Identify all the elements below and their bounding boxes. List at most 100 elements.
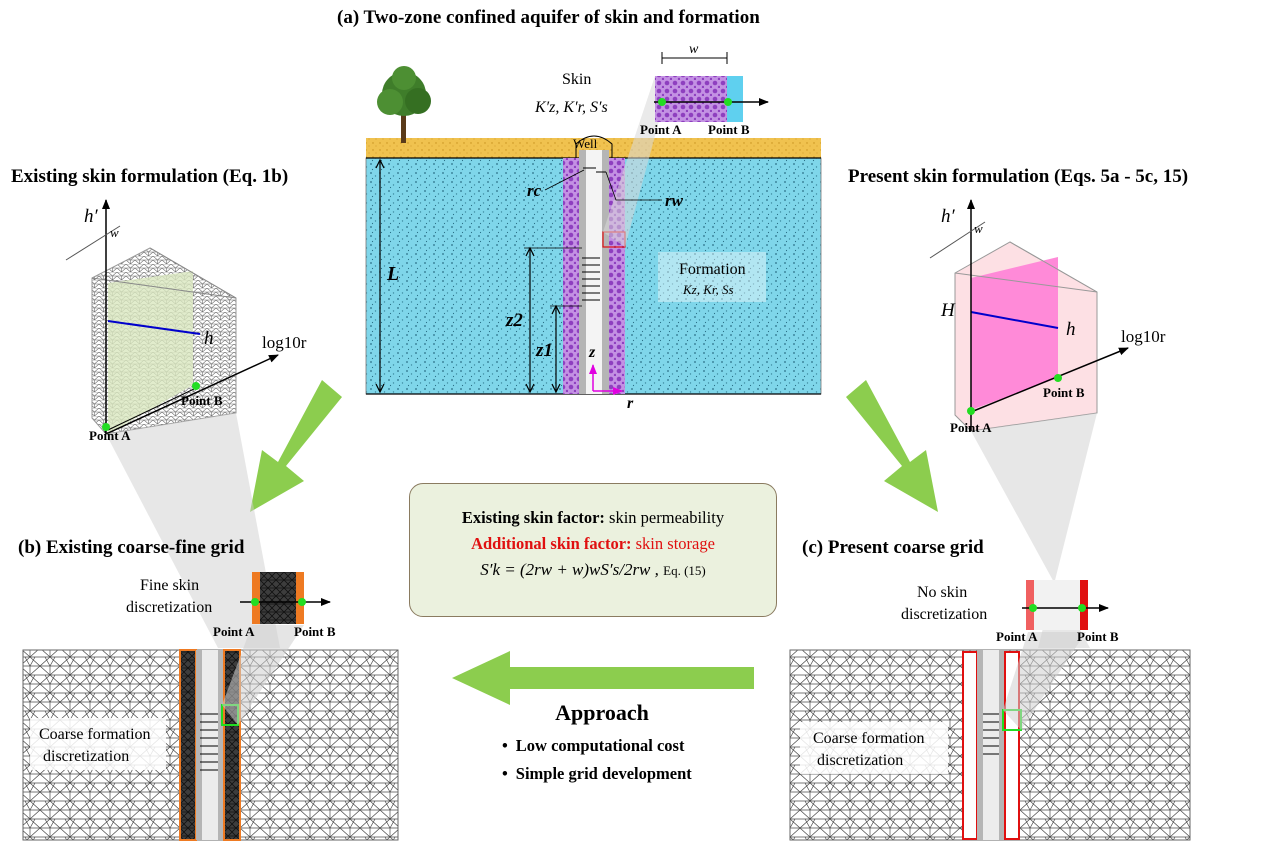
- panel-a-title: (a) Two-zone confined aquifer of skin an…: [337, 7, 760, 28]
- grid-b: [22, 413, 399, 841]
- rc-label: rc: [527, 181, 542, 200]
- existing-skin-factor-text: skin permeability: [604, 508, 725, 527]
- skin-factor-equation-line: S′k = (2rw + w)wS′s/2rw , Eq. (15): [410, 560, 776, 580]
- skin-point-b-marker: [724, 98, 732, 106]
- grid-b-inset-fine-mesh: [260, 572, 296, 624]
- grid-c-point-a-marker: [1029, 604, 1037, 612]
- present-H-label: H: [940, 300, 956, 321]
- arrow-to-grid-b: [250, 380, 342, 512]
- skin-params-label: K′z, K′r, S′s: [534, 99, 608, 116]
- approach-item: Low computational cost: [502, 736, 740, 756]
- grid-b-fine-label-1: Fine skin: [140, 577, 199, 594]
- grid-c-zoom-wedge: [971, 413, 1097, 648]
- skin-zone-left: [563, 158, 579, 394]
- additional-skin-factor-line: Additional skin factor: skin storage: [410, 534, 776, 554]
- aquifer-point-b-label: Point B: [708, 122, 750, 137]
- existing-point-a-label: Point A: [89, 428, 131, 443]
- equation-reference: Eq. (15): [663, 563, 706, 578]
- panel-c-title: (c) Present coarse grid: [802, 537, 984, 558]
- well-casing-right: [602, 150, 609, 394]
- grid-c-point-b-marker: [1078, 604, 1086, 612]
- approach-title: Approach: [555, 700, 649, 725]
- grid-b-point-b-label: Point B: [294, 624, 336, 639]
- present-w-label: w: [974, 221, 983, 236]
- grid-b-coarse-label-2: discretization: [43, 748, 129, 765]
- skin-zoom-wedge: [603, 76, 662, 247]
- existing-w-label: w: [110, 225, 119, 240]
- skin-factor-equation: S′k = (2rw + w)wS′s/2rw ,: [480, 560, 659, 579]
- existing-skin-factor-label: Existing skin factor:: [461, 508, 605, 527]
- grid-c-coarse-label-bg: [800, 722, 948, 774]
- skin-point-a-marker: [658, 98, 666, 106]
- skin-factor-box: Existing skin factor: skin permeability …: [409, 483, 777, 617]
- skin-inset: [655, 76, 727, 122]
- well-screen: [582, 257, 600, 301]
- grid-b-coarse-label-1: Coarse formation: [39, 726, 151, 743]
- grid-b-point-b-marker: [298, 598, 306, 606]
- z-label: z: [588, 344, 596, 361]
- arrow-to-grid-c: [846, 380, 938, 512]
- existing-h-label: h: [204, 328, 214, 349]
- well-cap: [575, 135, 613, 158]
- grid-c-skin-left: [962, 651, 978, 840]
- flow-arrows: [250, 380, 938, 705]
- formation-label: Formation: [679, 261, 746, 278]
- additional-skin-factor-label: Additional skin factor:: [471, 534, 632, 553]
- grid-b-point-a-label: Point A: [213, 624, 255, 639]
- grid-b-coarse-label-bg: [30, 718, 166, 770]
- panel-b-title: (b) Existing coarse-fine grid: [18, 537, 245, 558]
- existing-skin-prism: [65, 199, 279, 435]
- grid-c-coarse-label-2: discretization: [817, 752, 903, 769]
- approach-arrow: [452, 651, 754, 705]
- existing-skin-title: Existing skin formulation (Eq. 1b): [11, 166, 289, 187]
- additional-skin-factor-text: skin storage: [631, 534, 715, 553]
- axis-labels: log10r log10r: [262, 327, 1166, 352]
- present-skin-prism: [929, 199, 1129, 432]
- present-skin-panel: [971, 257, 1058, 410]
- present-h-label: h: [1066, 319, 1076, 340]
- formation-params-label: Kz, Kr, Ss: [682, 282, 734, 297]
- grid-b-point-a-marker: [251, 598, 259, 606]
- existing-skin-factor-line: Existing skin factor: skin permeability: [410, 508, 776, 528]
- grid-b-inset-skin-edge: [252, 572, 260, 624]
- ground-surface: [366, 138, 821, 158]
- z2-label: z2: [505, 310, 523, 331]
- grid-b-zoom-wedge: [106, 413, 280, 648]
- skin-label: Skin: [562, 71, 591, 88]
- grid-c-point-a-label: Point A: [996, 629, 1038, 644]
- grid-b-fine-label-2: discretization: [126, 599, 212, 616]
- present-h-line: [970, 311, 1059, 329]
- present-point-b-label: Point B: [1043, 385, 1085, 400]
- present-point-b-marker: [1054, 374, 1062, 382]
- rw-label: rw: [665, 191, 684, 210]
- grid-c-no-label-2: discretization: [901, 606, 987, 623]
- existing-point-b-marker: [192, 382, 200, 390]
- grid-b-fine-skin-left: [179, 649, 197, 841]
- skin-inset-formation: [727, 76, 743, 122]
- aquifer-point-a-label: Point A: [640, 122, 682, 137]
- tree-icon: [377, 66, 431, 143]
- z1-label: z1: [535, 340, 553, 361]
- existing-log-r-label: log10r: [262, 333, 307, 352]
- w-label: w: [689, 42, 699, 57]
- grid-c: [789, 413, 1191, 841]
- grid-c-coarse-label-1: Coarse formation: [813, 730, 925, 747]
- point-labels: Point A Point B Point A Point B Point A …: [89, 122, 1119, 644]
- present-h-prime-label: h′: [941, 206, 956, 227]
- existing-h-prime-label: h′: [84, 206, 99, 227]
- r-label: r: [627, 395, 634, 412]
- existing-point-b-label: Point B: [181, 393, 223, 408]
- present-log-r-label: log10r: [1121, 327, 1166, 346]
- present-point-a-label: Point A: [950, 420, 992, 435]
- grid-c-inset: [1026, 580, 1088, 630]
- existing-skin-panel: [108, 271, 193, 434]
- existing-h-line: [107, 320, 201, 335]
- grid-text-labels: Fine skin discretization Coarse formatio…: [39, 577, 987, 769]
- present-point-a-marker: [967, 407, 975, 415]
- present-skin-title: Present skin formulation (Eqs. 5a - 5c, …: [848, 166, 1189, 187]
- aquifer-diagram: [365, 52, 822, 395]
- formation-label-box: [658, 252, 766, 302]
- approach-list: Low computational cost Simple grid devel…: [480, 736, 740, 784]
- aquifer-text-labels: Skin Well Formation: [562, 71, 746, 278]
